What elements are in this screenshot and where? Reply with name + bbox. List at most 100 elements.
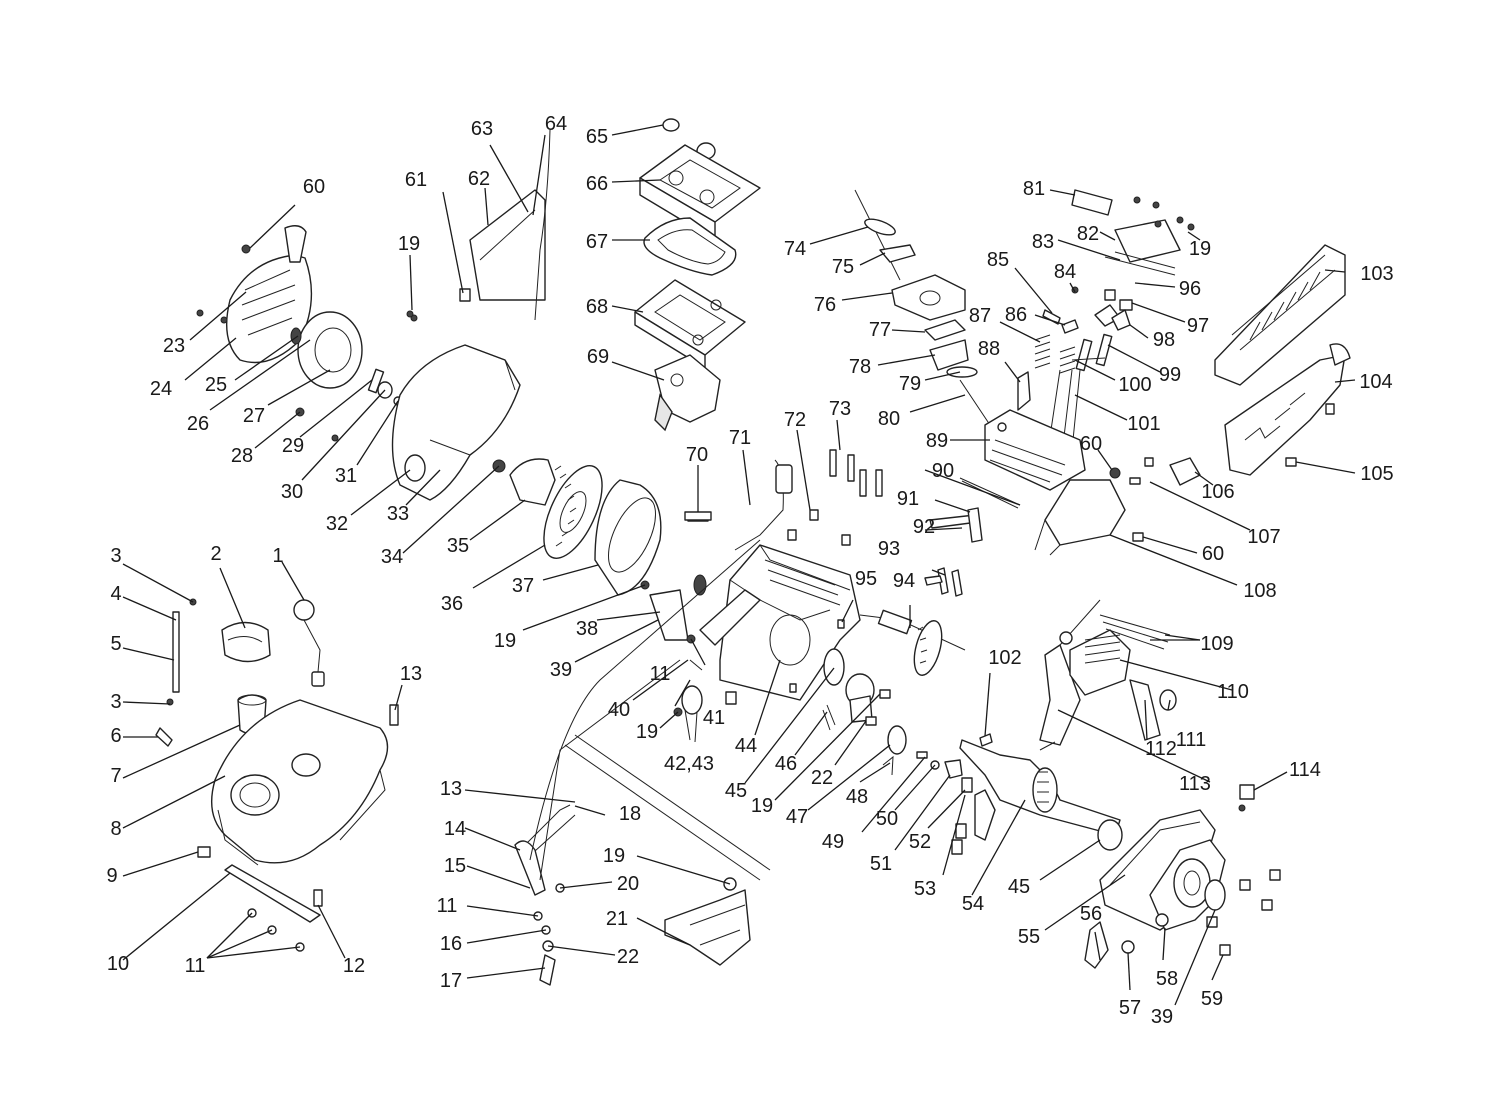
crankcase-cover: [1084, 784, 1281, 969]
misc-bolts: [684, 449, 883, 521]
callout-label-c2: 2: [210, 543, 221, 565]
callout-label-c25: 25: [205, 374, 227, 396]
callout-label-c54: 54: [962, 893, 984, 915]
leader-lines: [122, 124, 1356, 1006]
callout-label-c76: 76: [814, 294, 836, 316]
callout-label-c63: 63: [471, 118, 493, 140]
callout-label-c13a: 13: [400, 663, 422, 685]
callout-label-c88: 88: [978, 338, 1000, 360]
starter-pulley: [290, 311, 363, 389]
callout-label-c7: 7: [110, 765, 121, 787]
callout-label-c31: 31: [335, 465, 357, 487]
callout-label-c87: 87: [969, 305, 991, 327]
callout-label-c35: 35: [447, 535, 469, 557]
callout-label-c74: 74: [784, 238, 806, 260]
callout-label-c111: 111: [1176, 729, 1206, 751]
callout-label-c45a: 45: [725, 780, 747, 802]
callout-label-c19f: 19: [1189, 238, 1211, 260]
callout-label-c21: 21: [606, 908, 628, 930]
callout-label-c108: 108: [1243, 580, 1276, 602]
callout-label-c103: 103: [1360, 263, 1393, 285]
callout-label-c37: 37: [512, 575, 534, 597]
callout-label-c11a: 11: [185, 955, 206, 977]
callout-label-c15: 15: [444, 855, 466, 877]
callout-label-c90: 90: [932, 460, 954, 482]
callout-label-c5: 5: [110, 633, 121, 655]
callout-label-c34: 34: [381, 546, 403, 568]
callout-label-c96: 96: [1179, 278, 1201, 300]
callout-label-c84: 84: [1054, 261, 1076, 283]
callout-label-c64: 64: [545, 113, 567, 135]
callout-label-c114: 114: [1289, 759, 1321, 781]
callout-label-c105: 105: [1360, 463, 1393, 485]
part-illustrations: [155, 118, 1351, 986]
callout-label-c60a: 60: [303, 176, 325, 198]
callout-label-c18: 18: [619, 803, 641, 825]
callout-label-c13b: 13: [440, 778, 462, 800]
callout-label-c58: 58: [1156, 968, 1178, 990]
callout-label-c61: 61: [405, 169, 427, 191]
callout-label-c27: 27: [243, 405, 265, 427]
callout-label-c19b: 19: [494, 630, 516, 652]
callout-label-c29: 29: [282, 435, 304, 457]
callout-label-c19c: 19: [636, 721, 658, 743]
callout-label-c65: 65: [586, 126, 608, 148]
callout-label-c40: 40: [608, 699, 630, 721]
callout-label-c3a: 3: [110, 545, 121, 567]
callout-label-c83: 83: [1032, 231, 1054, 253]
callout-label-c98: 98: [1153, 329, 1175, 351]
blower-housing: [391, 344, 521, 501]
callout-label-c47: 47: [786, 806, 808, 828]
callout-label-c56: 56: [1080, 903, 1102, 925]
callout-label-c16: 16: [440, 933, 462, 955]
callout-label-c73: 73: [829, 398, 851, 420]
callout-label-c45b: 45: [1008, 876, 1030, 898]
callout-label-c39b: 39: [1151, 1006, 1173, 1028]
callout-label-c8: 8: [110, 818, 121, 840]
callout-label-c94: 94: [893, 570, 915, 592]
callout-label-c38: 38: [576, 618, 598, 640]
callout-label-c109: 109: [1200, 633, 1233, 655]
callout-label-c62: 62: [468, 168, 490, 190]
callout-label-c11b: 11: [650, 663, 671, 685]
callout-label-c60b: 60: [1080, 433, 1102, 455]
callout-label-c102: 102: [988, 647, 1021, 669]
callout-label-c19d: 19: [751, 795, 773, 817]
callout-label-c110: 110: [1217, 681, 1249, 703]
callout-label-c100: 100: [1118, 374, 1151, 396]
callout-label-c99: 99: [1159, 364, 1181, 386]
callout-label-c97: 97: [1187, 315, 1209, 337]
callout-label-c33: 33: [387, 503, 409, 525]
callout-label-c4: 4: [110, 583, 121, 605]
callout-label-c80: 80: [878, 408, 900, 430]
callout-label-c59: 59: [1201, 988, 1223, 1010]
callout-label-c39a: 39: [550, 659, 572, 681]
callout-label-c68: 68: [586, 296, 608, 318]
callout-label-c28: 28: [231, 445, 253, 467]
callout-label-c17: 17: [440, 970, 462, 992]
callout-label-c4243: 42,43: [664, 753, 714, 775]
callout-label-c67: 67: [586, 231, 608, 253]
callout-label-c89: 89: [926, 430, 948, 452]
carburetor-assembly: [854, 189, 978, 378]
callout-label-c55: 55: [1018, 926, 1040, 948]
cylinder-head-assembly: [924, 189, 1195, 597]
callout-label-c72: 72: [784, 409, 806, 431]
callout-label-c49: 49: [822, 831, 844, 853]
callout-label-c24: 24: [150, 378, 172, 400]
callout-label-c19e: 19: [603, 845, 625, 867]
callout-label-c14: 14: [444, 818, 466, 840]
callout-label-c79: 79: [899, 373, 921, 395]
callout-label-c19a: 19: [398, 233, 420, 255]
callout-label-c22b: 22: [811, 767, 833, 789]
callout-label-c70: 70: [686, 444, 708, 466]
callout-label-c48: 48: [846, 786, 868, 808]
flywheel-assembly: [492, 458, 707, 596]
callout-label-c30: 30: [281, 481, 303, 503]
callout-label-c107: 107: [1247, 526, 1280, 548]
callout-label-c112: 112: [1145, 738, 1177, 760]
callout-label-c82: 82: [1077, 223, 1099, 245]
muffler-assembly: [1034, 244, 1351, 556]
callout-label-c66: 66: [586, 173, 608, 195]
